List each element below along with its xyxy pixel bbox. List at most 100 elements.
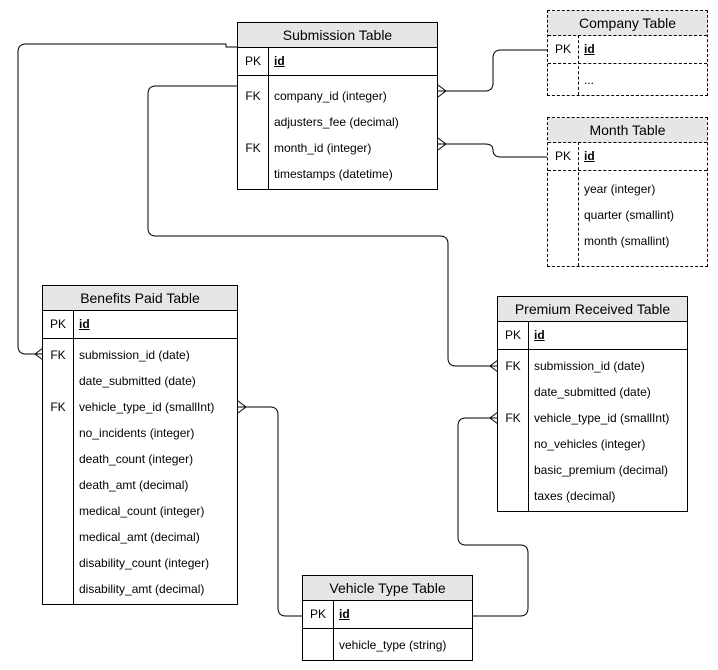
premium-field-row[interactable]: no_vehicles (integer) — [498, 431, 687, 457]
field-name: medical_count (integer) — [79, 504, 205, 518]
connector-benefits-vehicle — [238, 406, 303, 617]
pk-separator — [548, 170, 707, 171]
benefits-field-row[interactable]: no_incidents (integer) — [43, 420, 237, 446]
key-marker: PK — [244, 54, 261, 68]
key-column-divider — [578, 35, 579, 95]
field-name: medical_amt (decimal) — [79, 530, 200, 544]
premium-field-row[interactable]: FK submission_id (date) — [498, 353, 687, 379]
submission-pk-row[interactable]: PK id — [238, 48, 437, 75]
key-column-divider — [73, 310, 74, 604]
submission-field-row[interactable]: FK company_id (integer) — [238, 83, 437, 109]
premium-field-row[interactable]: date_submitted (date) — [498, 379, 687, 405]
primary-key-field: id — [339, 607, 350, 621]
crowfoot-submission-company — [437, 84, 447, 98]
benefits-field-row[interactable]: death_count (integer) — [43, 446, 237, 472]
key-marker: FK — [245, 89, 261, 103]
benefits-field-row[interactable]: death_amt (decimal) — [43, 472, 237, 498]
field-name: death_amt (decimal) — [79, 478, 189, 492]
crowfoot-premium-submission — [489, 359, 499, 373]
key-column-divider — [578, 142, 579, 266]
company-field-row[interactable]: ... — [548, 67, 707, 93]
benefits-field-row[interactable]: date_submitted (date) — [43, 368, 237, 394]
primary-key-field: id — [534, 328, 545, 342]
pk-separator — [498, 349, 687, 350]
key-column-divider — [333, 600, 334, 660]
benefits-field-row[interactable]: disability_count (integer) — [43, 550, 237, 576]
vehicle-pk-row[interactable]: PK id — [303, 601, 472, 628]
field-name: month_id (integer) — [274, 141, 372, 155]
submission-field-row[interactable]: timestamps (datetime) — [238, 161, 437, 187]
key-marker: PK — [309, 607, 326, 621]
connector-submission-company — [438, 49, 548, 92]
crowfoot-premium-vehicle — [489, 411, 499, 425]
field-name: vehicle_type_id (smallInt) — [79, 400, 215, 414]
field-name: taxes (decimal) — [534, 489, 616, 503]
key-marker: FK — [505, 359, 521, 373]
key-column-divider — [528, 321, 529, 511]
premium-field-row[interactable]: FK vehicle_type_id (smallInt) — [498, 405, 687, 431]
field-name: submission_id (date) — [79, 348, 190, 362]
month-field-row[interactable]: month (smallint) — [548, 228, 707, 254]
submission-field-row[interactable]: adjusters_fee (decimal) — [238, 109, 437, 135]
field-name: ... — [584, 73, 595, 87]
key-marker: PK — [504, 328, 521, 342]
vehicle-field-row[interactable]: vehicle_type (string) — [303, 632, 472, 658]
field-name: submission_id (date) — [534, 359, 645, 373]
month-field-row[interactable]: year (integer) — [548, 176, 707, 202]
pk-separator — [548, 63, 707, 64]
field-name: vehicle_type_id (smallInt) — [534, 411, 670, 425]
connector-submission-premium — [147, 85, 498, 367]
benefits-field-row[interactable]: FK submission_id (date) — [43, 342, 237, 368]
field-name: adjusters_fee (decimal) — [274, 115, 399, 129]
key-marker: FK — [50, 348, 66, 362]
field-name: vehicle_type (string) — [339, 638, 447, 652]
crowfoot-benefits-vehicle — [237, 400, 247, 414]
benefits-field-row[interactable]: medical_amt (decimal) — [43, 524, 237, 550]
connector-submission-month — [438, 143, 548, 158]
field-name: death_count (integer) — [79, 452, 194, 466]
pk-separator — [303, 628, 472, 629]
field-name: date_submitted (date) — [79, 374, 196, 388]
premium-pk-row[interactable]: PK id — [498, 322, 687, 349]
benefits-field-row[interactable]: disability_amt (decimal) — [43, 576, 237, 602]
company-pk-row[interactable]: PK id — [548, 36, 707, 63]
field-name: no_vehicles (integer) — [534, 437, 646, 451]
premium-table-title: Premium Received Table — [498, 297, 687, 322]
key-marker: FK — [505, 411, 521, 425]
month-pk-row[interactable]: PK id — [548, 143, 707, 170]
crowfoot-benefits-submission — [34, 347, 44, 361]
month-table-title: Month Table — [548, 118, 707, 143]
connector-submission-benefits — [17, 43, 238, 355]
crowfoot-submission-month — [437, 137, 447, 151]
premium-field-row[interactable]: basic_premium (decimal) — [498, 457, 687, 483]
connector-premium-vehicle — [457, 417, 529, 617]
key-marker: PK — [554, 42, 571, 56]
key-marker: PK — [49, 317, 66, 331]
field-name: company_id (integer) — [274, 89, 387, 103]
key-column-divider — [268, 47, 269, 189]
field-name: disability_amt (decimal) — [79, 582, 205, 596]
primary-key-field: id — [584, 149, 595, 163]
field-name: disability_count (integer) — [79, 556, 210, 570]
field-name: timestamps (datetime) — [274, 167, 393, 181]
field-name: date_submitted (date) — [534, 385, 651, 399]
month-field-row[interactable]: quarter (smallint) — [548, 202, 707, 228]
key-marker: PK — [554, 149, 571, 163]
benefits-field-row[interactable]: medical_count (integer) — [43, 498, 237, 524]
primary-key-field: id — [584, 42, 595, 56]
primary-key-field: id — [274, 54, 285, 68]
field-name: year (integer) — [584, 182, 656, 196]
field-name: basic_premium (decimal) — [534, 463, 669, 477]
premium-field-row[interactable]: taxes (decimal) — [498, 483, 687, 509]
pk-separator — [238, 75, 437, 76]
